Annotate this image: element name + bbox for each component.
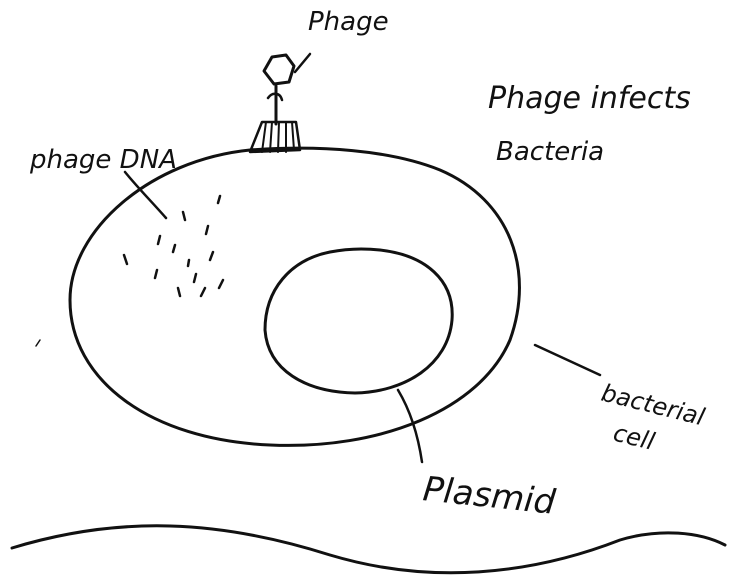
title-line-1: Phage infects xyxy=(488,81,691,116)
phage-label-leader xyxy=(293,52,312,74)
dna-fragment xyxy=(181,210,187,222)
dna-fragment xyxy=(199,286,207,298)
bacterial-cell-label-line-1: bacterial xyxy=(599,379,708,432)
plasmid-leader xyxy=(396,388,424,464)
ground-wave-line xyxy=(10,524,727,575)
dna-fragment xyxy=(122,253,129,266)
phage-dna-leader xyxy=(123,170,168,220)
bacterial-cell-label-line-2: cell xyxy=(611,419,658,456)
phage-tail-fiber xyxy=(277,121,280,153)
dna-fragment xyxy=(216,194,222,205)
bacterial-cell-outline xyxy=(68,146,521,447)
phage-tail-joint xyxy=(266,92,284,102)
dna-fragment xyxy=(192,272,198,284)
dna-fragment xyxy=(186,258,191,268)
dna-fragment xyxy=(153,268,159,280)
dna-fragment xyxy=(217,278,225,290)
phage-tail-fiber xyxy=(291,121,295,151)
bacterial-cell-leader xyxy=(533,343,602,377)
dna-fragment xyxy=(176,286,182,298)
phage-tail-fiber xyxy=(269,121,273,153)
edge-mark xyxy=(35,339,41,347)
phage-label: Phage xyxy=(308,7,389,37)
dna-fragment xyxy=(208,250,215,262)
dna-fragment xyxy=(204,224,210,236)
phage-dna-fragments xyxy=(122,194,225,298)
phage-dna-label: phage DNA xyxy=(29,145,177,175)
plasmid-circle xyxy=(263,247,454,395)
phage-tail-fiber xyxy=(261,121,267,153)
phage-head xyxy=(262,53,296,86)
dna-fragment xyxy=(156,234,162,246)
phage-baseplate xyxy=(248,120,302,154)
plasmid-label: Plasmid xyxy=(421,469,558,523)
dna-fragment xyxy=(171,243,177,254)
title-line-2: Bacteria xyxy=(496,137,604,167)
